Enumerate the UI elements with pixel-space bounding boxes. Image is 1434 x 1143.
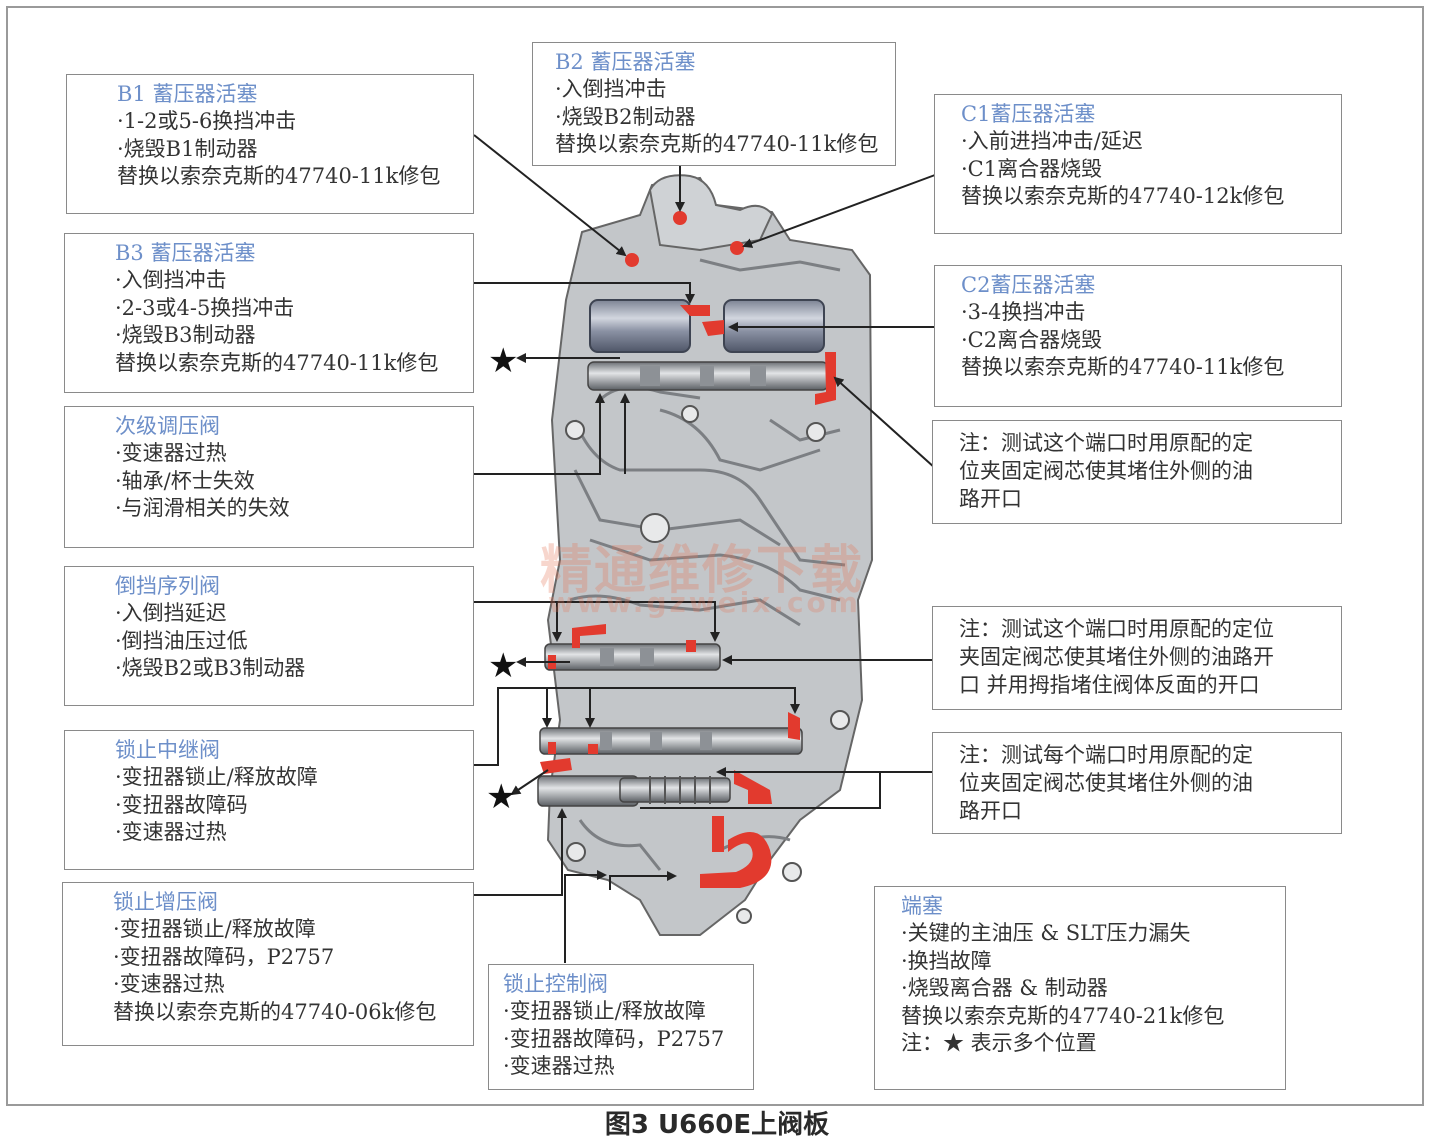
callout-line: 注：★ 表示多个位置	[901, 1031, 1097, 1055]
callout-note-test-port-2: 注：测试这个端口时用原配的定位 夹固定阀芯使其堵住外侧的油路开 口 并用拇指堵住…	[932, 606, 1342, 710]
callout-title: 锁止中继阀	[115, 738, 220, 762]
callout-title: B1 蓄压器活塞	[117, 82, 258, 106]
callout-line: 替换以索奈克斯的47740-06k修包	[113, 999, 437, 1024]
callout-line: ·C2离合器烧毁	[961, 327, 1103, 352]
callout-title: C2蓄压器活塞	[961, 273, 1096, 297]
callout-line: ·变速器过热	[115, 441, 227, 465]
red-oil-passages	[540, 211, 836, 888]
callout-line: ·变扭器锁止/释放故障	[503, 999, 706, 1023]
callout-title: 锁止控制阀	[503, 972, 608, 996]
callout-line: ·换挡故障	[901, 948, 992, 973]
note-line: 位夹固定阀芯使其堵住外侧的油	[959, 459, 1253, 483]
callout-note-test-port-1: 注：测试这个端口时用原配的定 位夹固定阀芯使其堵住外侧的油 路开口	[932, 420, 1342, 524]
callout-title: 锁止增压阀	[113, 890, 218, 914]
callout-line: ·变扭器锁止/释放故障	[115, 765, 318, 789]
callout-lockup-booster-valve: 锁止增压阀 ·变扭器锁止/释放故障 ·变扭器故障码，P2757 ·变速器过热 替…	[62, 882, 474, 1046]
note-line: 路开口	[959, 799, 1022, 823]
callout-c2-accumulator: C2蓄压器活塞 ·3-4换挡冲击 ·C2离合器烧毁 替换以索奈克斯的47740-…	[934, 265, 1342, 407]
callout-line: ·变速器过热	[115, 820, 227, 844]
lockup-booster-spool	[537, 775, 731, 807]
callout-line: 替换以索奈克斯的47740-11k修包	[961, 355, 1285, 379]
note-line: 注：测试这个端口时用原配的定位	[959, 617, 1274, 641]
secondary-regulator-spool	[587, 361, 829, 391]
callout-title: C1蓄压器活塞	[961, 102, 1096, 126]
watermark-url: www.gzweix.com	[548, 586, 861, 619]
callout-b3-accumulator: B3 蓄压器活塞 ·入倒挡冲击 ·2-3或4-5换挡冲击 ·烧毁B3制动器 替换…	[64, 233, 474, 393]
callout-title: B3 蓄压器活塞	[115, 241, 256, 265]
callout-end-plugs: 端塞 ·关键的主油压 & SLT压力漏失 ·换挡故障 ·烧毁离合器 & 制动器 …	[874, 886, 1286, 1090]
note-line: 注：测试这个端口时用原配的定	[959, 431, 1253, 455]
callout-line: ·入前进挡冲击/延迟	[961, 129, 1143, 153]
lockup-relay-spool	[539, 727, 803, 755]
callout-b2-accumulator: B2 蓄压器活塞 ·入倒挡冲击 ·烧毁B2制动器 替换以索奈克斯的47740-1…	[532, 42, 896, 166]
callout-line: ·2-3或4-5换挡冲击	[115, 295, 295, 320]
note-line: 夹固定阀芯使其堵住外侧的油路开	[959, 645, 1274, 669]
callout-line: ·倒挡油压过低	[115, 628, 248, 653]
callout-lockup-relay-valve: 锁止中继阀 ·变扭器锁止/释放故障 ·变扭器故障码 ·变速器过热	[64, 730, 474, 870]
callout-line: 替换以索奈克斯的47740-12k修包	[961, 184, 1285, 208]
callout-line: ·烧毁B2制动器	[555, 104, 696, 129]
callout-c1-accumulator: C1蓄压器活塞 ·入前进挡冲击/延迟 ·C1离合器烧毁 替换以索奈克斯的4774…	[934, 94, 1342, 234]
callout-secondary-regulator-valve: 次级调压阀 ·变速器过热 ·轴承/杯士失效 ·与润滑相关的失效	[64, 406, 474, 548]
star-markers: ★ ★ ★	[486, 341, 518, 817]
note-line: 注：测试每个端口时用原配的定	[959, 743, 1253, 767]
callout-title: 次级调压阀	[115, 414, 220, 438]
callout-line: 替换以索奈克斯的47740-21k修包	[901, 1003, 1225, 1028]
watermark-main: 精通维修下载	[540, 541, 865, 601]
callout-lockup-control-valve: 锁止控制阀 ·变扭器锁止/释放故障 ·变扭器故障码，P2757 ·变速器过热	[488, 964, 754, 1090]
callout-line: ·入倒挡冲击	[115, 268, 227, 292]
channel-holes	[565, 405, 850, 924]
callout-line: ·3-4换挡冲击	[961, 300, 1086, 324]
note-line: 位夹固定阀芯使其堵住外侧的油	[959, 771, 1253, 795]
note-line: 口 并用拇指堵住阀体反面的开口	[959, 673, 1260, 697]
callout-line: ·变扭器故障码，P2757	[113, 944, 335, 969]
callout-line: ·C1离合器烧毁	[961, 156, 1103, 181]
callout-title: 端塞	[901, 894, 943, 918]
callout-title: B2 蓄压器活塞	[555, 50, 696, 74]
callout-line: ·烧毁离合器 & 制动器	[901, 976, 1108, 1000]
valve-body-top-lobe	[648, 174, 774, 252]
callout-title: 倒挡序列阀	[115, 574, 220, 598]
callout-line: ·烧毁B2或B3制动器	[115, 656, 306, 680]
callout-line: ·烧毁B3制动器	[115, 323, 256, 347]
callout-line: ·入倒挡延迟	[115, 601, 227, 625]
callout-line: 替换以索奈克斯的47740-11k修包	[555, 132, 879, 156]
callout-line: ·变扭器故障码，P2757	[503, 1026, 725, 1051]
callout-reverse-sequence-valve: 倒挡序列阀 ·入倒挡延迟 ·倒挡油压过低 ·烧毁B2或B3制动器	[64, 566, 474, 706]
callout-line: 替换以索奈克斯的47740-11k修包	[115, 350, 439, 375]
callout-line: ·与润滑相关的失效	[115, 496, 290, 520]
callout-note-test-port-3: 注：测试每个端口时用原配的定 位夹固定阀芯使其堵住外侧的油 路开口	[932, 732, 1342, 834]
reverse-sequence-spool	[544, 643, 721, 671]
note-line: 路开口	[959, 487, 1022, 511]
callout-line: ·轴承/杯士失效	[115, 468, 255, 493]
star-icon: ★	[486, 777, 516, 817]
figure-caption: 图3 U660E上阀板	[604, 1110, 830, 1140]
callout-line: ·变速器过热	[113, 972, 225, 996]
callout-line: ·1-2或5-6换挡冲击	[117, 109, 297, 133]
callout-b1-accumulator: B1 蓄压器活塞 ·1-2或5-6换挡冲击 ·烧毁B1制动器 替换以索奈克斯的4…	[66, 74, 474, 214]
b3-accumulator-cylinder	[589, 299, 691, 353]
callout-line: ·入倒挡冲击	[555, 77, 667, 101]
callout-line: ·变扭器故障码	[115, 792, 248, 817]
callout-line: 替换以索奈克斯的47740-11k修包	[117, 164, 441, 188]
leader-lines	[473, 134, 936, 963]
callout-line: ·变速器过热	[503, 1054, 615, 1078]
callout-line: ·关键的主油压 & SLT压力漏失	[901, 921, 1191, 945]
star-icon: ★	[488, 646, 518, 686]
star-icon: ★	[488, 341, 518, 381]
callout-line: ·烧毁B1制动器	[117, 136, 258, 161]
callout-line: ·变扭器锁止/释放故障	[113, 917, 316, 941]
